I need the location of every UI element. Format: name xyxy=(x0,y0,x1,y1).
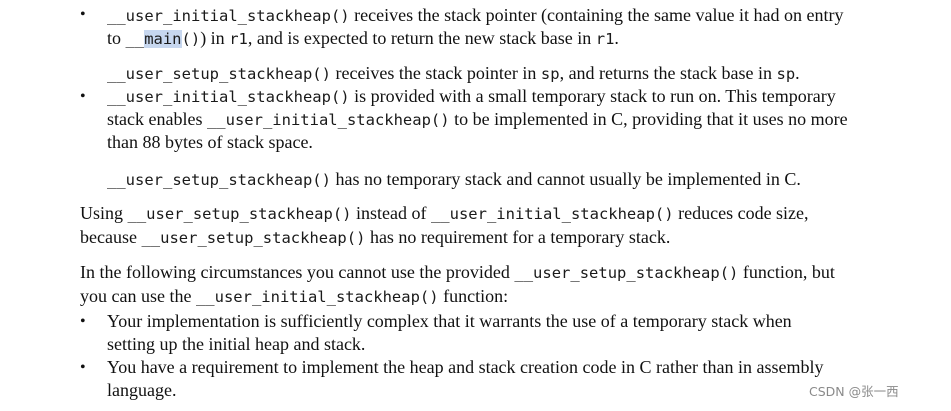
paragraph-line: because __user_setup_stackheap() has no … xyxy=(80,226,670,249)
list-item: Your implementation is sufficiently comp… xyxy=(107,310,792,332)
text: you can use the xyxy=(80,286,192,306)
list-item-continuation: language. xyxy=(107,379,176,401)
code-setup-stackheap: __user_setup_stackheap() xyxy=(514,264,739,282)
text: In the following circumstances you canno… xyxy=(80,262,510,282)
text: , and is expected to return the new stac… xyxy=(247,28,592,48)
code-main: __main() xyxy=(125,30,201,48)
code-initial-stackheap: __user_initial_stackheap() xyxy=(430,205,674,223)
text: Your implementation is sufficiently comp… xyxy=(107,311,792,331)
list-item: __user_initial_stackheap() is provided w… xyxy=(107,85,836,108)
text: is provided with a small temporary stack… xyxy=(354,86,836,106)
list-item-continuation: stack enables __user_initial_stackheap()… xyxy=(107,108,848,131)
code-main-name-highlighted: main xyxy=(144,30,182,48)
text: to xyxy=(107,28,122,48)
text: . xyxy=(795,63,800,83)
code-setup-stackheap: __user_setup_stackheap() xyxy=(107,65,331,83)
text: , and returns the stack base in xyxy=(559,63,772,83)
code-r1: r1 xyxy=(229,30,248,48)
code-main-suffix: () xyxy=(181,30,201,48)
code-setup-stackheap: __user_setup_stackheap() xyxy=(107,171,331,189)
text: setting up the initial heap and stack. xyxy=(107,334,366,354)
bullet: • xyxy=(80,359,86,376)
text: You have a requirement to implement the … xyxy=(107,357,824,377)
bullet: • xyxy=(80,313,86,330)
text: has no temporary stack and cannot usuall… xyxy=(335,169,801,189)
list-item-continuation: to __main()) in r1, and is expected to r… xyxy=(107,27,619,50)
list-item-extra: __user_setup_stackheap() receives the st… xyxy=(107,62,800,85)
paragraph-line: Using __user_setup_stackheap() instead o… xyxy=(80,202,809,225)
text: ) in xyxy=(200,28,225,48)
code-setup-stackheap: __user_setup_stackheap() xyxy=(127,205,352,223)
text: than 88 bytes of stack space. xyxy=(107,132,313,152)
text: has no requirement for a temporary stack… xyxy=(369,227,671,247)
text: to be implemented in C, providing that i… xyxy=(454,109,848,129)
text: function, but xyxy=(742,262,835,282)
code-r1: r1 xyxy=(595,30,615,48)
paragraph-line: you can use the __user_initial_stackheap… xyxy=(80,285,508,308)
text: stack enables xyxy=(107,109,203,129)
code-initial-stackheap: __user_initial_stackheap() xyxy=(107,7,350,25)
text: Using xyxy=(80,203,124,223)
code-sp: sp xyxy=(776,65,796,83)
text: . xyxy=(614,28,619,48)
text: because xyxy=(80,227,137,247)
list-item: You have a requirement to implement the … xyxy=(107,356,823,378)
bullet: • xyxy=(80,88,86,105)
code-initial-stackheap: __user_initial_stackheap() xyxy=(195,288,439,306)
paragraph-line: In the following circumstances you canno… xyxy=(80,261,835,284)
text: receives the stack pointer in xyxy=(335,63,537,83)
list-item-continuation: than 88 bytes of stack space. xyxy=(107,131,313,153)
text: reduces code size, xyxy=(678,203,809,223)
watermark: CSDN @张一西 xyxy=(809,384,899,399)
text: receives the stack pointer (containing t… xyxy=(354,5,844,25)
list-item: __user_initial_stackheap() receives the … xyxy=(107,4,843,27)
text: function: xyxy=(443,286,509,306)
text: language. xyxy=(107,380,177,400)
code-setup-stackheap: __user_setup_stackheap() xyxy=(141,229,366,247)
text: instead of xyxy=(355,203,427,223)
code-initial-stackheap: __user_initial_stackheap() xyxy=(107,88,350,106)
code-main-prefix: __ xyxy=(125,30,145,48)
bullet: • xyxy=(80,6,86,23)
list-item-continuation: setting up the initial heap and stack. xyxy=(107,333,365,355)
code-initial-stackheap: __user_initial_stackheap() xyxy=(206,111,450,129)
list-item-extra: __user_setup_stackheap() has no temporar… xyxy=(107,168,801,191)
code-sp: sp xyxy=(540,65,560,83)
